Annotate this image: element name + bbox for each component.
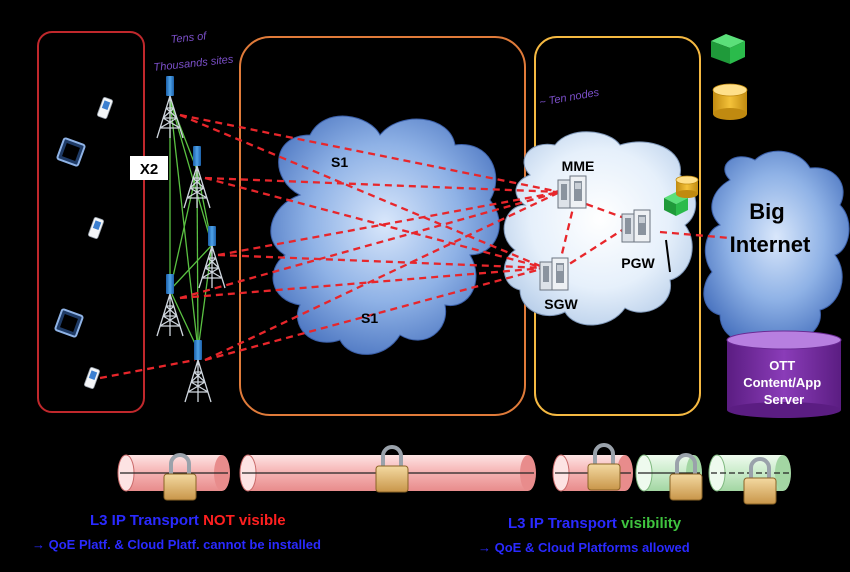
cell-tower-icon xyxy=(198,225,226,289)
internet-label: Big Internet xyxy=(730,199,811,257)
internet-label-line2: Internet xyxy=(730,232,811,257)
pgw-label: PGW xyxy=(621,255,655,271)
ott-label: OTT Content/App Server xyxy=(743,358,825,407)
sites-label: Tens of Thousands sites xyxy=(150,28,234,74)
pgw-uplink xyxy=(665,239,671,273)
left-caption-highlight: NOT visible xyxy=(203,512,286,529)
padlock-icon xyxy=(586,443,622,492)
right-caption-highlight: visibility xyxy=(621,515,682,532)
right-caption-prefix: L3 IP Transport xyxy=(508,515,617,532)
s1-label: S1 xyxy=(361,310,378,326)
s1-links xyxy=(99,113,731,380)
legend-cube-icon xyxy=(711,34,745,64)
right-caption-subtitle: → QoE & Cloud Platforms allowed xyxy=(478,540,690,555)
sgw-label: SGW xyxy=(544,296,578,312)
mme-server-icon xyxy=(557,175,587,209)
cell-tower-icon xyxy=(156,75,184,139)
x2-label: X2 xyxy=(140,161,158,178)
ott-label-line3: Server xyxy=(764,392,804,407)
s1-label: S1 xyxy=(331,154,348,170)
ott-label-line2: Content/App xyxy=(743,375,821,390)
left-caption-subtitle: → QoE Platf. & Cloud Platf. cannot be in… xyxy=(32,537,321,552)
cloud-cylinder-icon xyxy=(675,175,699,198)
mme-label: MME xyxy=(562,158,595,174)
smartphone-icon xyxy=(96,96,114,120)
internet-label-line1: Big xyxy=(749,199,784,224)
legend-cylinder-icon xyxy=(712,83,748,120)
left-caption-prefix: L3 IP Transport xyxy=(90,512,199,529)
ten-nodes-label: ~ Ten nodes xyxy=(538,87,600,109)
sites-label-line1: Tens of xyxy=(170,30,208,46)
tablet-icon xyxy=(55,136,87,168)
padlock-icon xyxy=(374,445,410,494)
internet-cloud xyxy=(703,150,850,343)
tablet-icon xyxy=(53,307,85,339)
transport-tube-ran xyxy=(117,454,230,492)
ott-server-icon xyxy=(726,330,842,418)
x2-label-box xyxy=(130,156,168,180)
cell-tower-icon xyxy=(184,339,212,403)
left-caption-title: L3 IP Transport NOT visible xyxy=(90,512,286,529)
sites-label-line2: Thousands sites xyxy=(153,54,234,74)
pgw-server-icon xyxy=(621,209,651,243)
ran-box xyxy=(37,31,145,413)
core-cloud xyxy=(503,131,697,326)
ott-label-line1: OTT xyxy=(769,358,795,373)
sgw-server-icon xyxy=(539,257,569,291)
transport-cloud xyxy=(270,115,500,355)
smartphone-icon xyxy=(87,216,105,240)
right-caption-title: L3 IP Transport visibility xyxy=(508,515,681,532)
cell-tower-icon xyxy=(156,273,184,337)
smartphone-icon xyxy=(83,366,101,390)
